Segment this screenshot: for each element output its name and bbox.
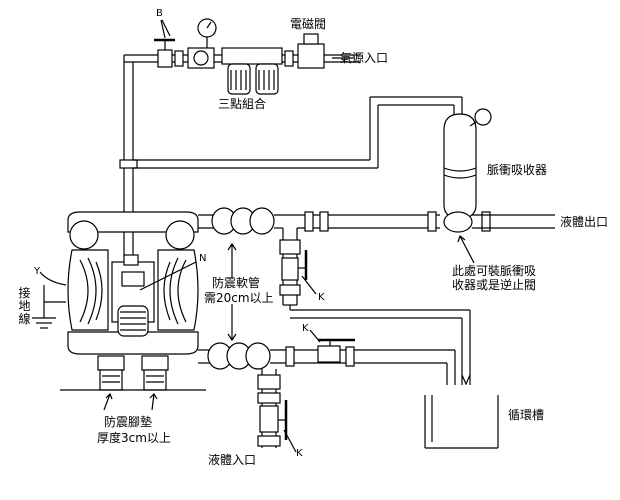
return-line [283, 304, 471, 385]
liquid-inlet-label: 液體入口 [208, 453, 257, 467]
outlet-line [198, 207, 555, 305]
air-regulator [187, 18, 217, 69]
grounding-wire-label: 接地線 [18, 286, 31, 326]
valve-k-upper [281, 250, 317, 295]
frl-unit [221, 47, 283, 95]
air-fittings [119, 50, 294, 169]
marker-n: N [199, 253, 207, 264]
circulation-tank-label: 循環槽 [508, 408, 545, 422]
frl-unit-label: 三點組合 [218, 97, 267, 111]
valve-k-middle [309, 329, 355, 363]
solenoid-valve [297, 33, 355, 69]
inlet-line [198, 342, 456, 448]
leader-lines [39, 19, 475, 411]
dampener-note-line2: 收器或是逆止閥 [452, 278, 537, 292]
ball-valve-b [154, 19, 175, 68]
pad-note-line1: 防震腳墊 [104, 415, 153, 429]
liquid-outlet-label: 液體出口 [560, 215, 609, 229]
pulsation-dampener-label: 脈衝吸收器 [487, 163, 548, 177]
hose-note-line2: 需20cm以上 [204, 291, 274, 305]
marker-k-middle: K [302, 323, 309, 334]
pulsation-dampener-vessel [443, 108, 492, 233]
air-inlet-label: 氣源入口 [340, 51, 389, 65]
dampener-air-line [133, 96, 463, 169]
solenoid-valve-label: 電磁閥 [290, 17, 327, 31]
pad-note-line2: 厚度3cm以上 [97, 431, 171, 445]
hose-note-line1: 防震軟管 [212, 276, 261, 290]
anti-vibration-pads [60, 355, 206, 391]
marker-b: B [156, 8, 163, 19]
grounding-symbol [32, 285, 66, 329]
diaphragm-pump [67, 211, 199, 355]
marker-k-upper: K [318, 292, 325, 303]
dampener-note-line1: 此處可裝脈衝吸 [452, 264, 537, 278]
valve-k-lower [259, 400, 297, 453]
circulation-tank [424, 395, 499, 449]
marker-k-lower: K [296, 448, 303, 459]
marker-y: Y [34, 266, 41, 277]
